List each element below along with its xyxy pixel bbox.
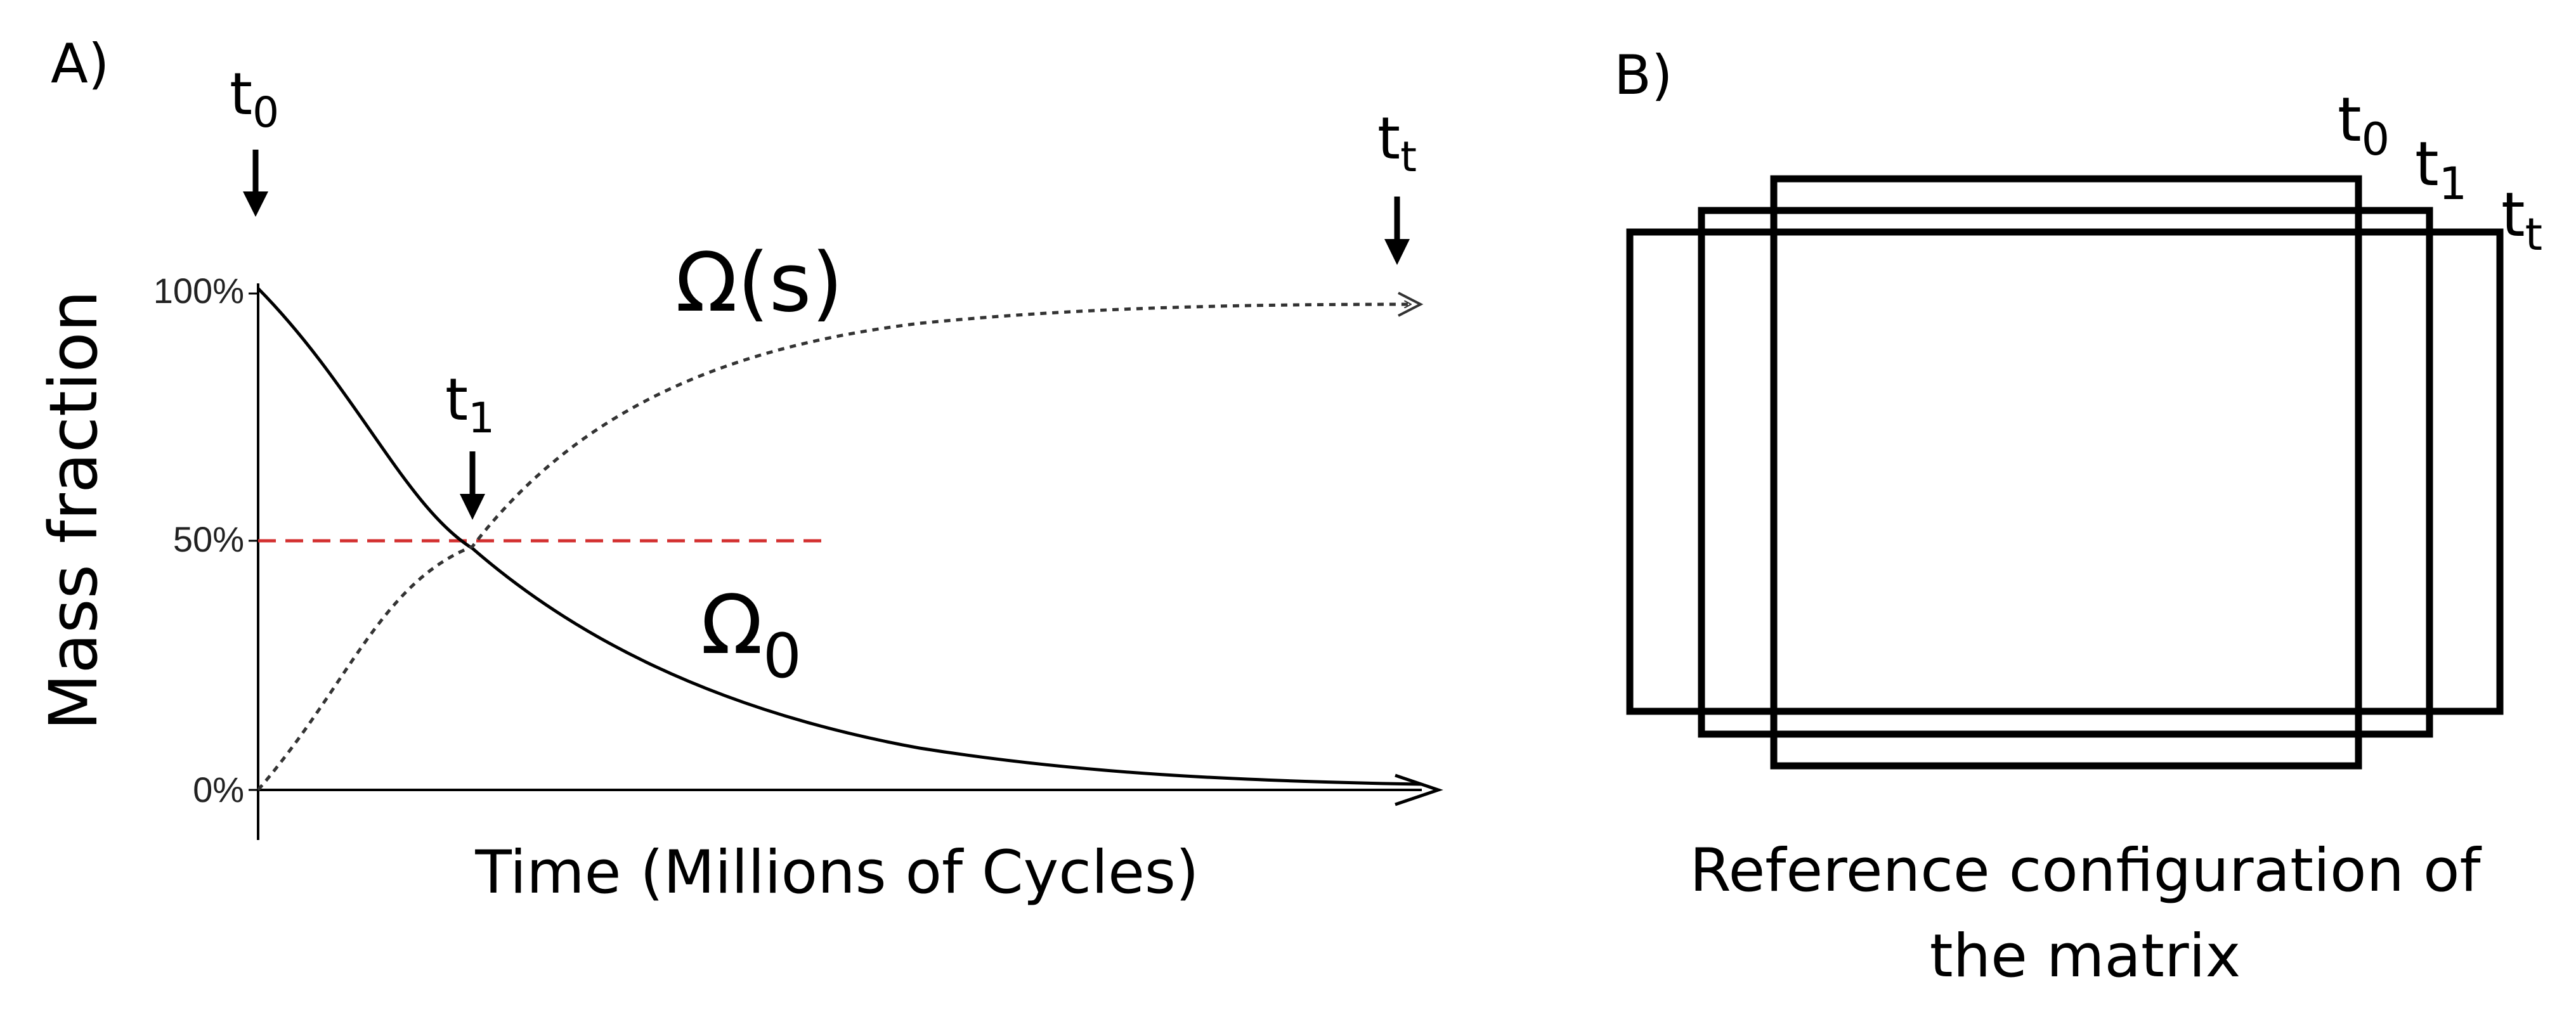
omega-0-label-sub: 0: [763, 621, 802, 692]
tt-arrowhead: [1384, 239, 1410, 265]
t1-arrowhead: [460, 494, 485, 520]
rect-label-t1: t1: [2415, 129, 2467, 210]
t0-marker-sub: 0: [252, 88, 279, 137]
x-axis-title: Time (Millions of Cycles): [474, 838, 1199, 907]
t1-marker-base: t: [445, 366, 468, 434]
tt-marker: tt: [1377, 105, 1417, 265]
rect-label-tt: tt: [2501, 179, 2542, 261]
panel-a: A) 100% 50% 0% Mass fraction Time (Milli…: [35, 32, 1443, 907]
matrix-rect-tt: [1626, 228, 2504, 715]
t0-marker: t0: [230, 60, 279, 217]
omega-s-curve: [257, 304, 1411, 791]
tt-marker-base: t: [1377, 105, 1400, 172]
rect-label-tt-base: t: [2501, 179, 2525, 250]
panel-b-label: B): [1614, 44, 1673, 107]
panel-b-caption-line2: the matrix: [1930, 922, 2241, 991]
y-tick-label-100: 100%: [153, 271, 244, 311]
rect-label-t1-base: t: [2415, 129, 2439, 200]
omega-s-arrowhead: [1398, 292, 1424, 317]
t0-marker-label: t0: [230, 60, 279, 137]
rect-label-tt-sub: t: [2525, 209, 2542, 261]
t1-marker-label: t1: [445, 366, 495, 443]
rect-label-t0-sub: 0: [2362, 113, 2390, 165]
panel-b-caption-line1: Reference configuration of: [1689, 836, 2482, 905]
y-tick-label-0: 0%: [193, 770, 244, 810]
omega-0-label: Ω0: [701, 578, 802, 692]
matrix-rect-t0: [1770, 175, 2362, 770]
omega-s-label: Ω(s): [675, 236, 843, 330]
tt-marker-label: tt: [1377, 105, 1417, 181]
rect-label-t1-sub: 1: [2439, 158, 2468, 210]
omega-0-label-base: Ω: [701, 578, 763, 673]
tt-marker-sub: t: [1400, 132, 1417, 181]
t1-marker: t1: [445, 366, 495, 520]
panel-a-label: A): [51, 32, 109, 96]
t0-arrowhead: [243, 191, 268, 217]
rect-label-t0: t0: [2338, 84, 2390, 165]
panel-b: B) t0 t1 tt Reference configuration of t…: [1614, 44, 2542, 991]
rect-label-t0-base: t: [2338, 84, 2362, 155]
t1-marker-sub: 1: [468, 394, 495, 443]
y-axis-title: Mass fraction: [35, 290, 112, 730]
x-axis-arrowhead: [1395, 773, 1443, 806]
y-tick-label-50: 50%: [173, 519, 244, 559]
matrix-rect-t1: [1698, 207, 2433, 738]
t0-marker-base: t: [230, 60, 252, 128]
omega-0-curve: [257, 287, 1422, 786]
